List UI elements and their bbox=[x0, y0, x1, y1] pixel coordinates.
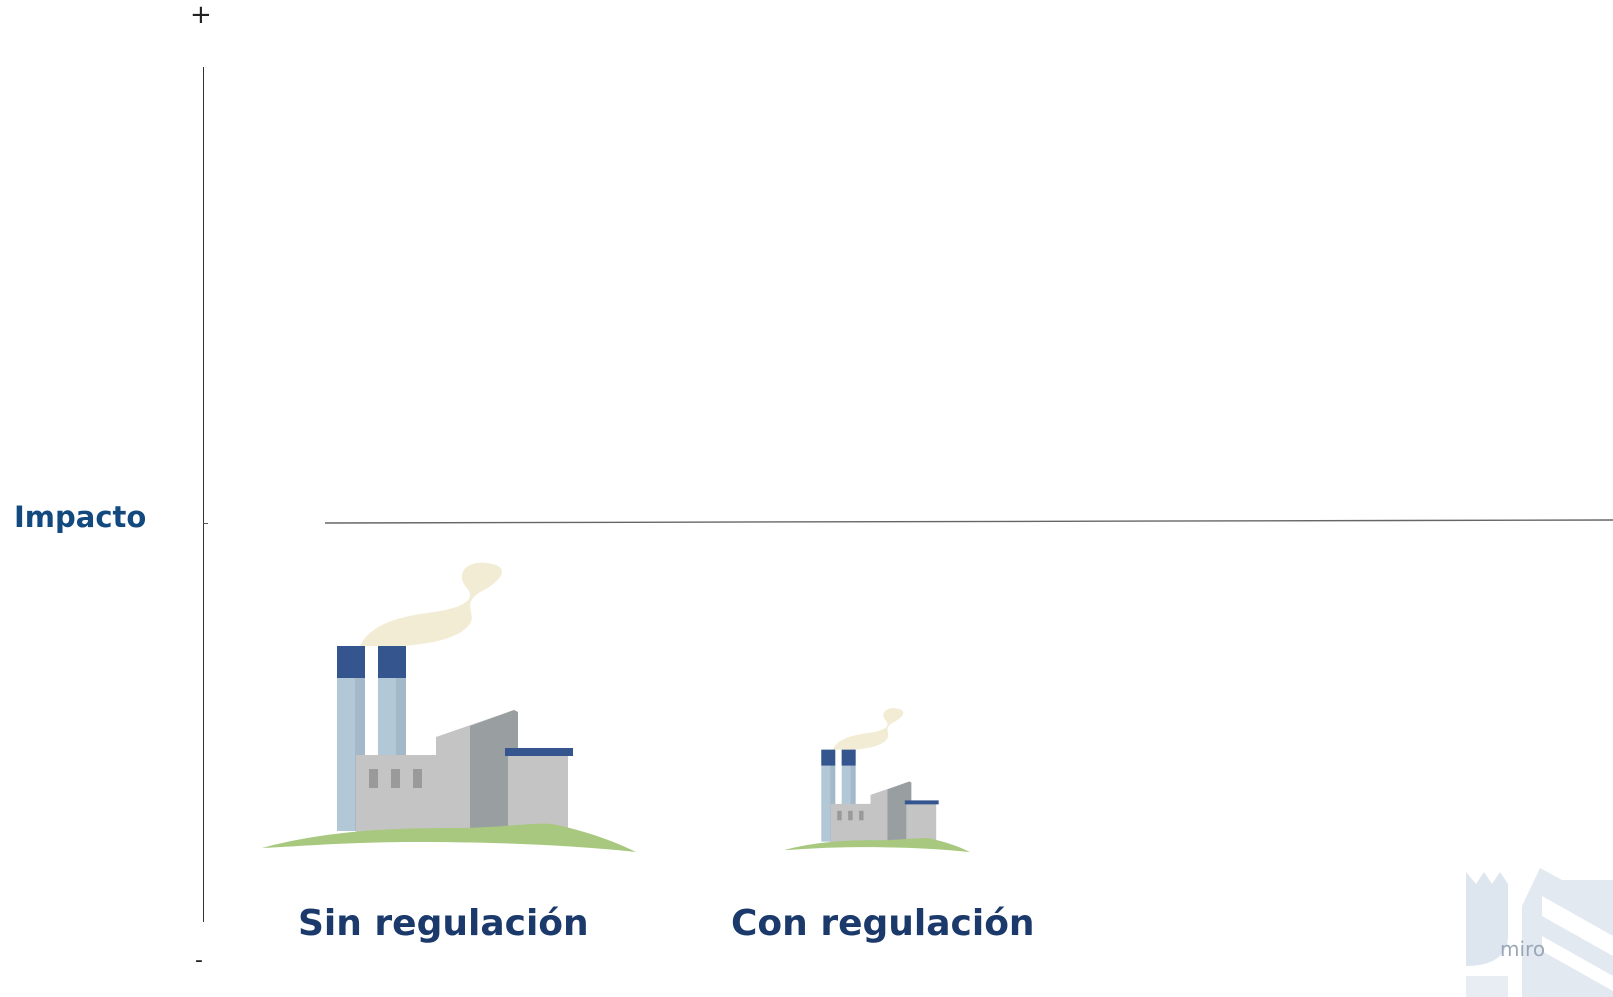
y-axis-tick bbox=[203, 523, 208, 524]
large-factory-icon bbox=[262, 562, 636, 852]
reference-line bbox=[325, 519, 1613, 524]
category-label-no-regulation: Sin regulación bbox=[298, 903, 589, 944]
watermark-text: miro bbox=[1500, 937, 1546, 961]
y-axis-label: Impacto bbox=[14, 500, 147, 534]
axis-top-marker: + bbox=[190, 0, 212, 30]
university-logo-icon bbox=[1466, 868, 1613, 997]
axis-bottom-marker: - bbox=[195, 948, 203, 973]
y-axis-line bbox=[203, 67, 204, 922]
small-factory-icon bbox=[784, 708, 970, 853]
category-label-with-regulation: Con regulación bbox=[731, 903, 1035, 944]
